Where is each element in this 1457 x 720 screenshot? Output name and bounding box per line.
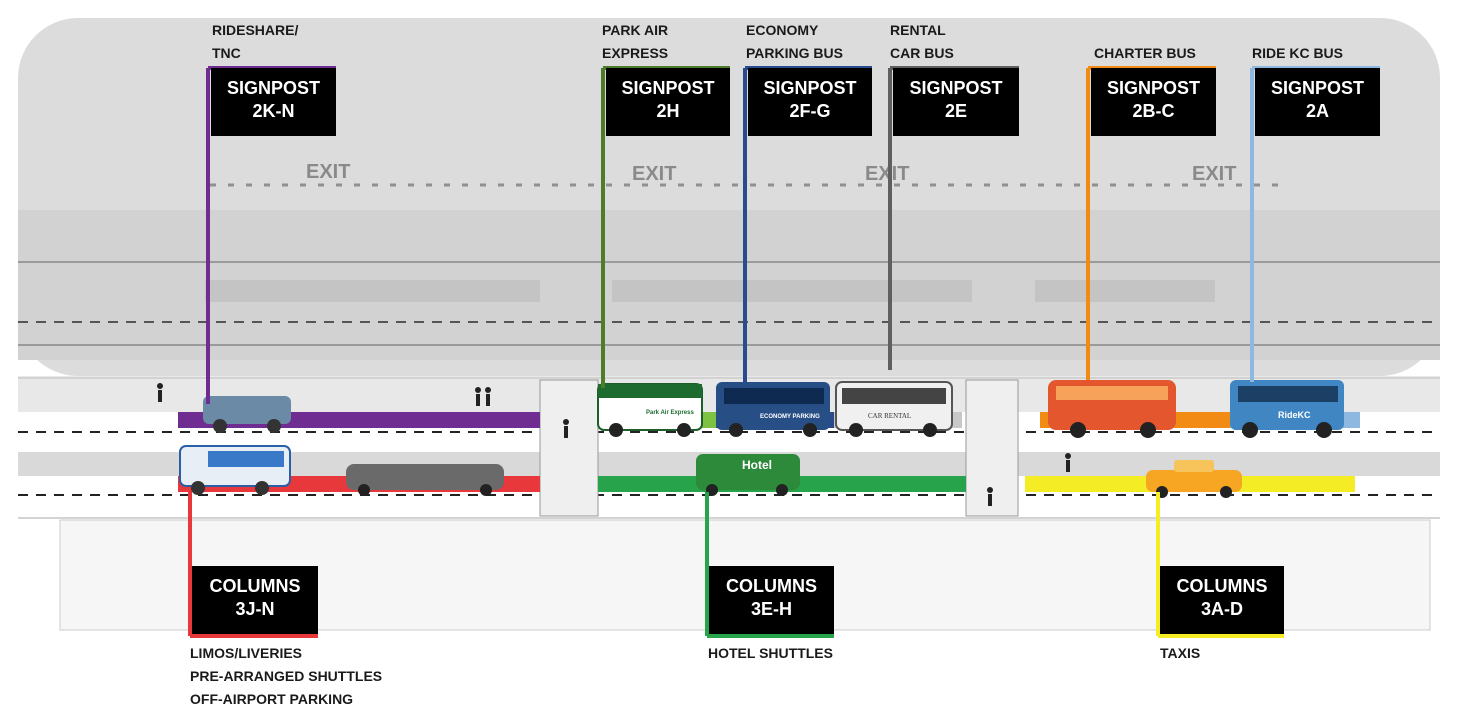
- pedestrian-icon: [157, 383, 1071, 506]
- shuttle-van-icon: [179, 445, 291, 495]
- ridekc-label: RIDE KC BUS: [1252, 45, 1344, 61]
- economy-bus-icon: ECONOMY PARKING: [716, 382, 830, 437]
- ridekc-bus-text: RideKC: [1278, 410, 1311, 420]
- limousine-icon: [346, 464, 504, 496]
- ridekc-bus-icon: RideKC: [1230, 380, 1344, 438]
- park-air-bus-icon: Park Air Express: [597, 383, 703, 437]
- crosswalk-right: [965, 379, 1019, 517]
- rental-bus-text: CAR RENTAL: [868, 412, 911, 420]
- taxi-icon: [1146, 460, 1242, 498]
- crosswalk-left: [539, 379, 599, 517]
- rideshare-label: RIDESHARE/TNC: [212, 22, 299, 61]
- rental-car-bus-icon: CAR RENTAL: [835, 381, 953, 437]
- charter-label: CHARTER BUS: [1094, 45, 1196, 61]
- limo-shuttle-labels: LIMOS/LIVERIES PRE-ARRANGED SHUTTLES OFF…: [190, 645, 383, 707]
- hotel-shuttle-icon: Hotel: [696, 454, 800, 496]
- exit-label-3: EXIT: [865, 163, 909, 185]
- taxi-label: TAXIS: [1160, 645, 1201, 661]
- column-connector-lines: [188, 492, 1284, 638]
- hotel-shuttle-label: HOTEL SHUTTLES: [708, 645, 833, 661]
- exit-label-1: EXIT: [306, 161, 350, 183]
- walkway-band-right: [1035, 280, 1215, 302]
- economy-bus-text: ECONOMY PARKING: [760, 414, 820, 420]
- park-air-bus-text: Park Air Express: [646, 410, 694, 416]
- walkway-band-left: [205, 280, 540, 302]
- exit-label-2: EXIT: [632, 163, 676, 185]
- exit-label-4: EXIT: [1192, 163, 1236, 185]
- walkway-band-mid: [612, 280, 972, 302]
- hotel-shuttle-text: Hotel: [742, 458, 772, 472]
- suv-icon: [203, 396, 291, 433]
- charter-bus-icon: [1048, 380, 1176, 438]
